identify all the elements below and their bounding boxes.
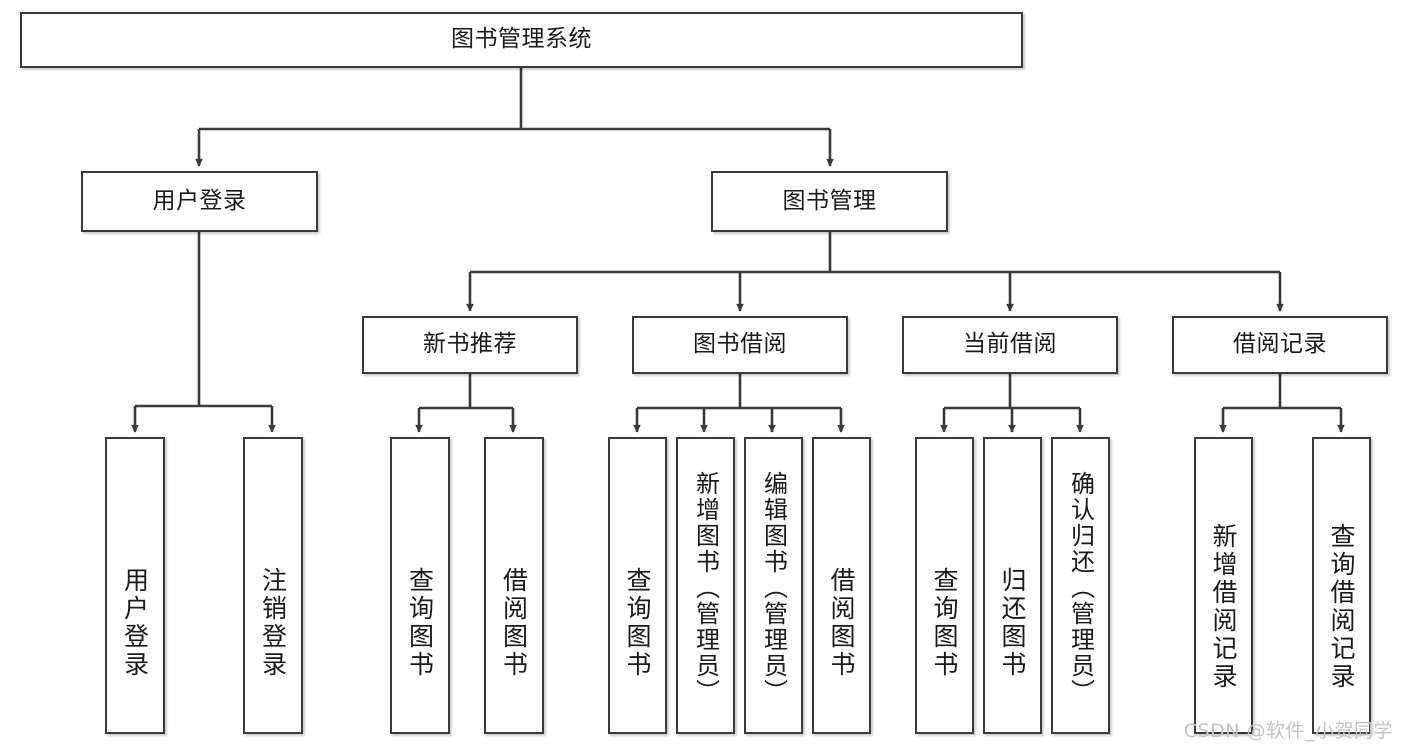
- leaf-record-query[interactable]: 查询借阅记录: [1312, 437, 1371, 734]
- node-label: 查询图书: [623, 567, 652, 679]
- node-label: 借阅记录: [1233, 331, 1327, 358]
- leaf-new-book-query[interactable]: 查询图书: [390, 437, 450, 734]
- node-label: 新书推荐: [423, 331, 517, 358]
- node-label: 编辑图书（管理员）: [759, 471, 788, 705]
- node-label: 图书借阅: [693, 331, 787, 358]
- node-book-borrowing[interactable]: 图书借阅: [632, 316, 848, 374]
- node-label: 确认归还（管理员）: [1066, 471, 1095, 705]
- node-label: 借阅图书: [499, 567, 529, 679]
- node-label: 借阅图书: [827, 567, 856, 679]
- node-book-management[interactable]: 图书管理: [711, 171, 948, 232]
- leaf-book-borrow-borrow[interactable]: 借阅图书: [812, 437, 871, 734]
- node-user-login[interactable]: 用户登录: [81, 171, 318, 232]
- node-label: 查询图书: [405, 567, 435, 679]
- leaf-user-login-logout[interactable]: 注销登录: [243, 437, 303, 734]
- node-label: 查询借阅记录: [1327, 523, 1356, 691]
- node-label: 当前借阅: [963, 331, 1057, 358]
- node-label: 用户登录: [152, 187, 247, 214]
- node-borrowing-records[interactable]: 借阅记录: [1172, 316, 1388, 374]
- node-label: 用户登录: [120, 567, 150, 679]
- node-label: 查询图书: [930, 567, 959, 679]
- leaf-current-borrow-query[interactable]: 查询图书: [915, 437, 974, 734]
- node-label: 注销登录: [258, 567, 288, 679]
- leaf-book-borrow-query[interactable]: 查询图书: [608, 437, 667, 734]
- node-label: 图书管理: [782, 187, 877, 214]
- node-label: 新增图书（管理员）: [691, 471, 720, 705]
- leaf-record-add[interactable]: 新增借阅记录: [1194, 437, 1253, 734]
- leaf-book-borrow-add[interactable]: 新增图书（管理员）: [676, 437, 735, 734]
- leaf-current-borrow-return[interactable]: 归还图书: [983, 437, 1042, 734]
- leaf-new-book-borrow[interactable]: 借阅图书: [484, 437, 544, 734]
- leaf-current-borrow-confirm-return[interactable]: 确认归还（管理员）: [1051, 437, 1110, 734]
- leaf-user-login-login[interactable]: 用户登录: [105, 437, 165, 734]
- node-current-borrowing[interactable]: 当前借阅: [902, 316, 1118, 374]
- leaf-book-borrow-edit[interactable]: 编辑图书（管理员）: [744, 437, 803, 734]
- node-label: 图书管理系统: [451, 26, 592, 53]
- watermark-text: CSDN @软件_小贺同学: [1183, 720, 1393, 742]
- node-label: 新增借阅记录: [1209, 523, 1238, 691]
- node-new-book-recommendation[interactable]: 新书推荐: [362, 316, 578, 374]
- node-label: 归还图书: [998, 567, 1027, 679]
- node-root-system[interactable]: 图书管理系统: [20, 12, 1023, 68]
